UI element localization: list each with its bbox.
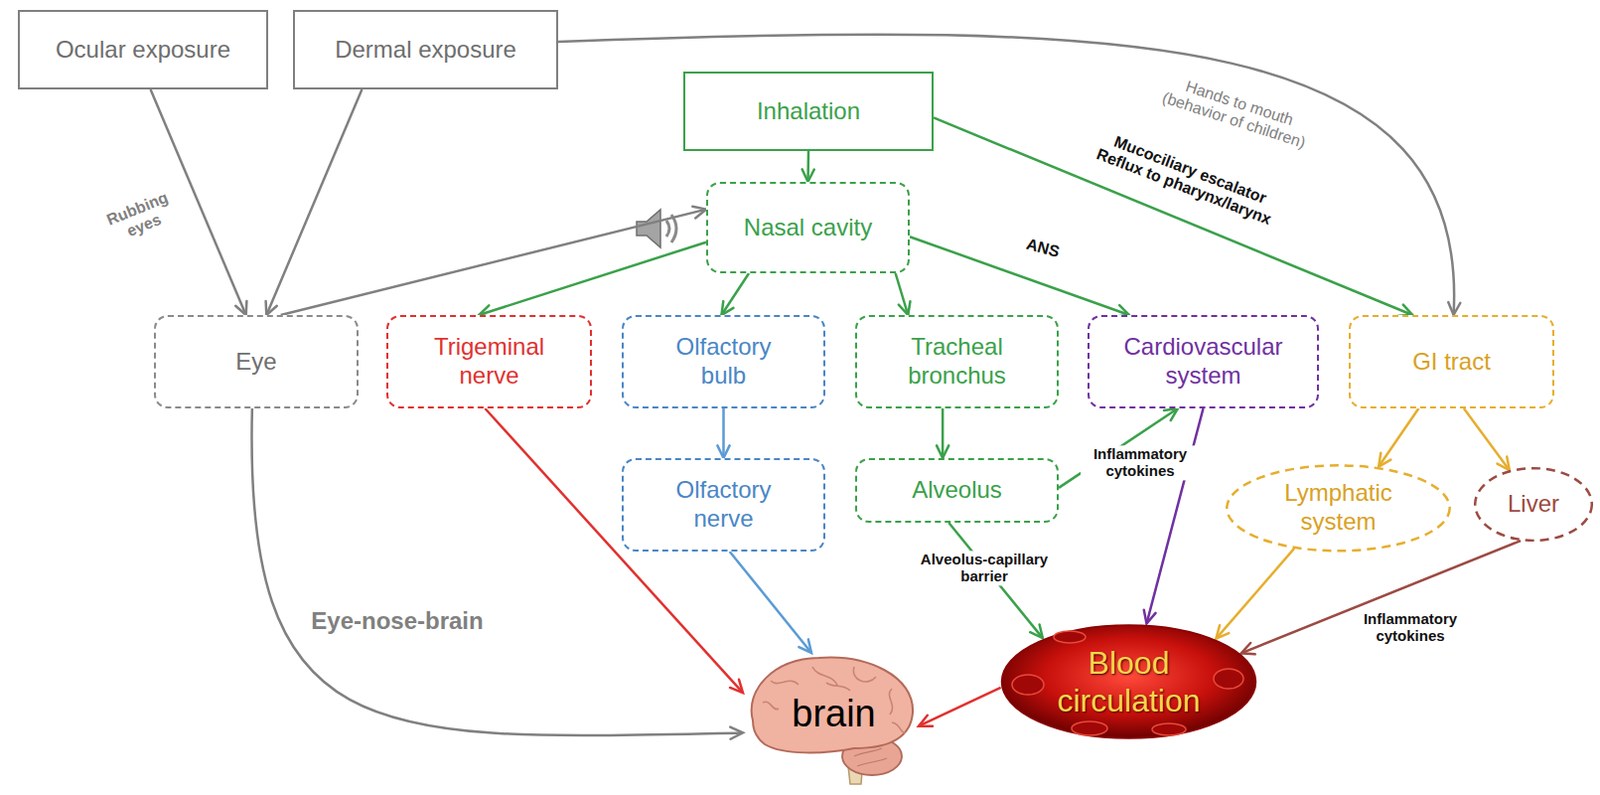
arrow-head: [898, 300, 911, 315]
route-box: Nasal cavity: [706, 181, 910, 274]
node-text: Blood circulation: [1039, 643, 1219, 721]
node-text: Liver: [1507, 489, 1560, 519]
organ-box: Tracheal bronchus: [855, 314, 1059, 409]
organ-box: GI tract: [1348, 314, 1555, 409]
connector-arrow: [1463, 408, 1510, 470]
arrow-head: [721, 300, 733, 315]
edge-label-holder: Hands to mouth (behavior of children): [1148, 67, 1325, 156]
arrow-head: [1496, 455, 1509, 470]
arrow-head: [692, 206, 707, 219]
connector-arrow: [266, 89, 362, 315]
organ-ellipse: Lymphatic system: [1224, 463, 1453, 553]
node-text: Olfactory nerve: [654, 475, 794, 534]
edge-label: Hands to mouth (behavior of children): [1148, 67, 1325, 156]
edge-label: Alveolus-capillary barrier: [904, 550, 1064, 585]
organ-box: Alveolus: [855, 457, 1059, 523]
edge-label-holder: Rubbing eyes: [97, 185, 185, 250]
arrow-head: [802, 168, 815, 182]
edge-label: Eye-nose-brain: [307, 606, 486, 635]
arrow-head: [798, 638, 812, 653]
arrow-head: [1029, 624, 1043, 639]
nerve-box: Trigeminal nerve: [386, 314, 592, 409]
arrow-head: [717, 444, 729, 458]
node-text: Cardiovascular system: [1114, 332, 1294, 391]
edge-label: ANS: [1020, 234, 1064, 263]
edge-label-holder: Inflammatory cytokines: [1350, 609, 1470, 645]
arrow-head: [1163, 408, 1178, 421]
arrow-head: [729, 679, 743, 693]
blood-drawing: [1000, 622, 1258, 740]
connector-arrow: [941, 408, 945, 458]
exposure-box: Inhalation: [683, 71, 934, 151]
node-text: Nasal cavity: [743, 213, 873, 243]
node-text: Dermal exposure: [334, 35, 517, 65]
node-text: Inhalation: [756, 97, 861, 127]
arrow-head: [235, 300, 247, 315]
arrow-head: [266, 300, 278, 315]
node-text: brain: [791, 691, 876, 737]
nerve-box: Olfactory nerve: [621, 457, 826, 552]
connector-arrow: [1378, 408, 1419, 467]
node-text: Olfactory bulb: [654, 332, 794, 391]
edge-label-holder: Alveolus-capillary barrier: [904, 550, 1064, 585]
connector-arrow: [933, 117, 1413, 315]
brain-illustration: brain: [742, 652, 919, 786]
node-text: Ocular exposure: [55, 35, 231, 65]
blood-ellipse: Blood circulation: [1000, 622, 1258, 740]
organ-box: Eye: [153, 314, 359, 409]
connector-arrow: [1146, 408, 1203, 624]
node-text: GI tract: [1412, 347, 1491, 377]
connector-arrow: [721, 273, 749, 315]
connector-arrow: [1215, 548, 1295, 639]
edge-label-holder: ANS: [1012, 231, 1075, 265]
node-text: Lymphatic system: [1269, 478, 1409, 537]
node-text: Tracheal bronchus: [887, 332, 1027, 391]
connector-arrow: [722, 408, 726, 458]
edge-label-holder: Inflammatory cytokines: [1080, 444, 1200, 480]
node-text: Eye: [235, 347, 277, 377]
arrow-head: [729, 727, 743, 739]
connector-arrow: [909, 236, 1130, 315]
node-text: Alveolus: [911, 475, 1003, 505]
arrow-head: [1448, 301, 1460, 315]
exposure-box: Ocular exposure: [17, 9, 269, 90]
connector-arrow: [918, 687, 1002, 727]
node-text: Trigeminal nerve: [420, 332, 560, 391]
connector-arrow: [478, 242, 707, 315]
arrow-head: [918, 715, 933, 727]
connector-arrow: [558, 34, 1455, 315]
exposure-box: Dermal exposure: [292, 9, 559, 90]
connector-arrow: [729, 551, 812, 653]
organ-ellipse: Liver: [1473, 466, 1594, 542]
arrow-head: [1241, 642, 1256, 654]
edge-label-holder: Eye-nose-brain: [268, 606, 527, 635]
connector-arrow: [281, 209, 707, 315]
arrow-head: [936, 444, 949, 458]
edge-label: Inflammatory cytokines: [1080, 444, 1200, 480]
edge-label: Rubbing eyes: [97, 185, 185, 250]
edge-label: Inflammatory cytokines: [1350, 609, 1470, 645]
organ-box: Cardiovascular system: [1087, 314, 1319, 409]
connector-arrow: [1241, 540, 1521, 653]
arrow-head: [1144, 609, 1157, 624]
nerve-box: Olfactory bulb: [621, 314, 826, 409]
arrow-head: [1215, 624, 1229, 639]
speaker-icon: [636, 209, 677, 248]
arrow-head: [1378, 452, 1391, 467]
